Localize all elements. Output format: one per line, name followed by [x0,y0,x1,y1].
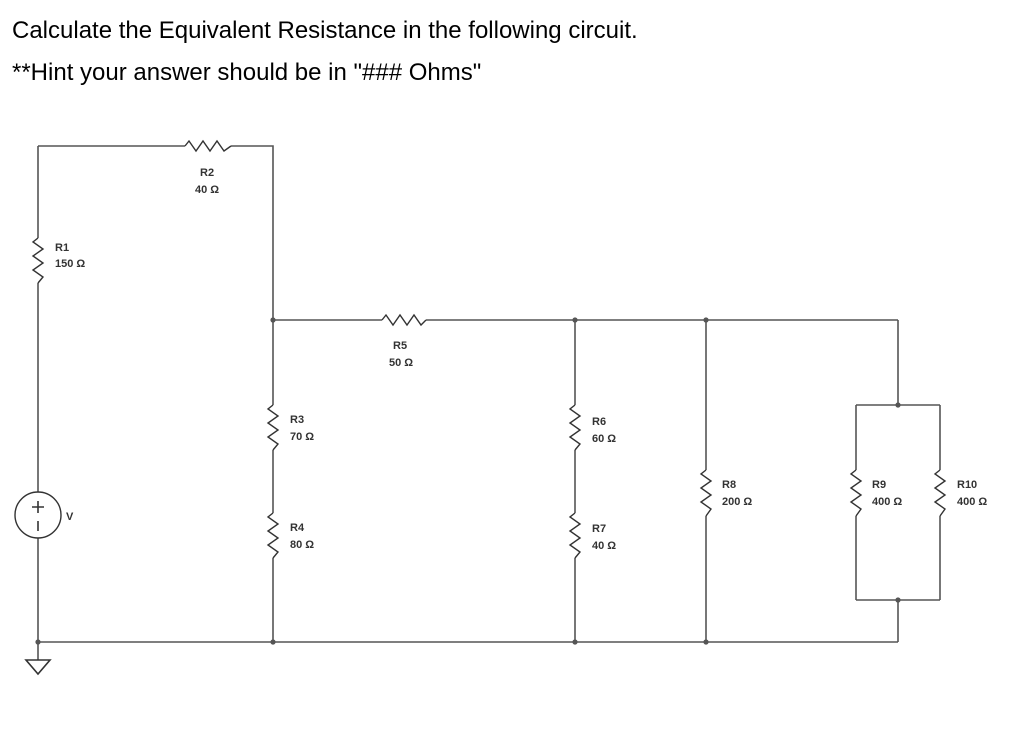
resistor-r7: R7 40 Ω [568,512,616,559]
junction-node [270,317,276,323]
junction-node [895,597,901,603]
resistor-r5-value: 50 Ω [389,357,413,369]
resistor-r1-value: 150 Ω [55,258,85,270]
junction-node [703,317,709,323]
resistor-r2-symbol [184,139,232,153]
resistor-r8-value: 200 Ω [722,496,752,508]
wires [37,145,941,660]
resistor-r7-symbol [568,512,582,559]
resistor-r7-name: R7 [592,523,606,535]
voltage-source: V [14,491,74,539]
resistor-r7-value: 40 Ω [592,540,616,552]
voltage-source-icon [14,491,62,539]
resistor-r9: R9 400 Ω [849,469,902,517]
junction-node [895,402,901,408]
resistor-r10-symbol [933,469,947,517]
hint-text: **Hint your answer should be in "### Ohm… [12,59,482,86]
resistor-r3: R3 70 Ω [266,404,314,451]
ground-symbol [24,659,52,676]
junction-node [572,317,578,323]
wire-top-right [231,145,274,320]
resistor-r4-symbol [266,512,280,559]
resistor-r4: R4 80 Ω [266,512,314,559]
resistor-r4-value: 80 Ω [290,539,314,551]
resistor-r10: R10 400 Ω [933,469,987,517]
resistor-r1: R1 150 Ω [31,237,85,284]
resistor-r10-value: 400 Ω [957,496,987,508]
resistor-r3-value: 70 Ω [290,431,314,443]
plus-icon [32,501,44,513]
junction-node [35,639,41,645]
resistor-r9-name: R9 [872,479,886,491]
resistor-r5: R5 50 Ω [381,313,427,369]
question-text: Calculate the Equivalent Resistance in t… [12,17,638,44]
junction-node [572,639,578,645]
junction-node [270,639,276,645]
resistor-r8-symbol [699,469,713,517]
resistor-r6-value: 60 Ω [592,433,616,445]
resistor-r10-name: R10 [957,479,977,491]
ground-icon [24,659,52,676]
junction-node [703,639,709,645]
resistor-r4-name: R4 [290,522,305,534]
resistor-r2-value: 40 Ω [195,184,219,196]
resistor-r9-value: 400 Ω [872,496,902,508]
resistor-r5-symbol [381,313,427,327]
resistor-r9-symbol [849,469,863,517]
voltage-source-label: V [66,511,74,523]
resistor-r6: R6 60 Ω [568,404,616,451]
resistor-r2: R2 40 Ω [184,139,232,196]
resistor-r5-name: R5 [393,340,407,352]
resistor-r3-name: R3 [290,414,304,426]
resistor-r6-name: R6 [592,416,606,428]
resistor-r1-symbol [31,237,45,284]
resistor-r2-name: R2 [200,167,214,179]
resistor-r1-name: R1 [55,242,69,254]
resistor-r6-symbol [568,404,582,451]
resistor-r8: R8 200 Ω [699,469,752,517]
junctions [35,317,901,645]
resistor-r8-name: R8 [722,479,736,491]
resistor-r3-symbol [266,404,280,451]
